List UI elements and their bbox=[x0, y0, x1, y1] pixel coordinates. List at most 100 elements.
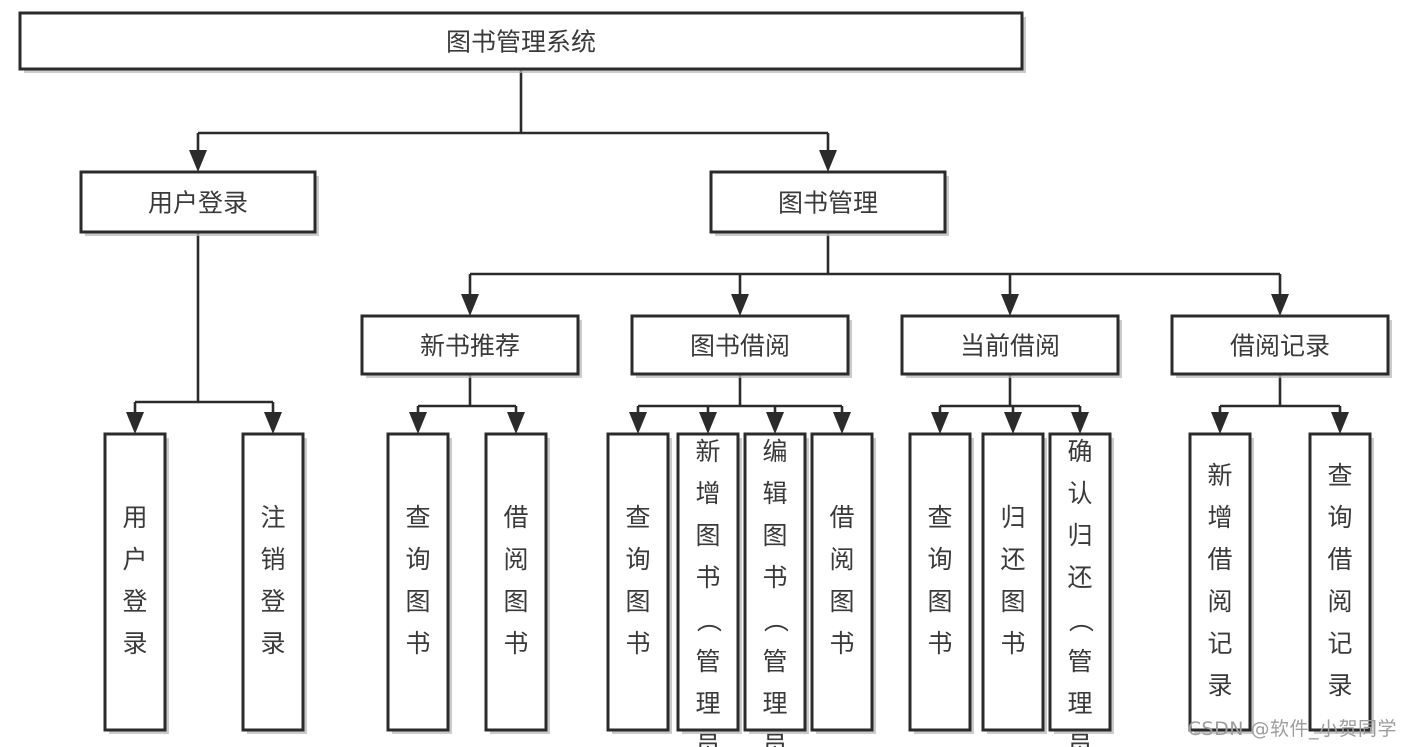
svg-text:归: 归 bbox=[1067, 521, 1092, 550]
svg-text:图: 图 bbox=[503, 587, 528, 616]
svg-text:确: 确 bbox=[1067, 437, 1092, 466]
connector-layer bbox=[126, 69, 1349, 434]
arrow-to-图书管理 bbox=[819, 150, 837, 172]
svg-text:图: 图 bbox=[762, 521, 787, 550]
svg-text:图: 图 bbox=[405, 587, 430, 616]
svg-text:记: 记 bbox=[1207, 629, 1232, 658]
node-leaf-11-新增借阅记录[interactable] bbox=[1188, 432, 1252, 732]
svg-text:登: 登 bbox=[122, 587, 147, 616]
svg-text:（: （ bbox=[761, 607, 790, 632]
node-leaf-9-归还图书[interactable] bbox=[981, 432, 1045, 732]
node-l2-用户登录[interactable] bbox=[79, 170, 317, 234]
svg-text:图: 图 bbox=[829, 587, 854, 616]
node-l3-当前借阅[interactable] bbox=[900, 314, 1120, 376]
svg-text:图: 图 bbox=[1000, 587, 1025, 616]
svg-text:新: 新 bbox=[695, 437, 720, 466]
node-leaf-8-查询图书[interactable] bbox=[908, 432, 972, 732]
label-l2-图书管理: 图书管理 bbox=[778, 189, 878, 218]
arrow-to-leaf-查询图书 bbox=[409, 412, 427, 434]
node-leaf-7-借阅图书[interactable] bbox=[810, 432, 874, 732]
arrow-to-leaf-新增借阅记录 bbox=[1211, 412, 1229, 434]
svg-text:书: 书 bbox=[695, 563, 720, 592]
arrow-to-leaf-借阅图书 bbox=[833, 412, 851, 434]
arrow-to-leaf-查询借阅记录 bbox=[1331, 412, 1349, 434]
node-leaf-6-编辑图书管理员[interactable] bbox=[743, 432, 807, 732]
svg-text:注: 注 bbox=[260, 503, 285, 532]
svg-text:认: 认 bbox=[1067, 479, 1092, 508]
svg-text:记: 记 bbox=[1327, 629, 1352, 658]
label-l2-用户登录: 用户登录 bbox=[148, 189, 248, 218]
label-l3-图书借阅: 图书借阅 bbox=[690, 332, 790, 361]
svg-text:书: 书 bbox=[625, 629, 650, 658]
arrow-to-leaf-新增图书管理员 bbox=[699, 412, 717, 434]
node-root-图书管理系统[interactable] bbox=[18, 11, 1024, 71]
svg-text:图: 图 bbox=[927, 587, 952, 616]
node-leaf-3-借阅图书[interactable] bbox=[484, 432, 548, 732]
arrow-to-leaf-归还图书 bbox=[1004, 412, 1022, 434]
svg-text:增: 增 bbox=[695, 479, 720, 508]
node-leaf-4-查询图书[interactable] bbox=[606, 432, 670, 732]
node-label-layer: 图书管理系统用户登录图书管理新书推荐图书借阅当前借阅借阅记录用户登录注销登录查询… bbox=[122, 28, 1352, 747]
node-l3-借阅记录[interactable] bbox=[1170, 314, 1390, 376]
arrow-to-leaf-查询图书 bbox=[931, 412, 949, 434]
arrow-to-leaf-确认归还管理员 bbox=[1071, 412, 1089, 434]
csdn-watermark: CSDN @软件_小贺同学 bbox=[1187, 718, 1397, 740]
svg-text:用: 用 bbox=[122, 503, 147, 532]
node-l3-新书推荐[interactable] bbox=[360, 314, 580, 376]
svg-text:员: 员 bbox=[762, 731, 787, 747]
svg-text:书: 书 bbox=[762, 563, 787, 592]
node-l2-图书管理[interactable] bbox=[709, 170, 947, 234]
svg-text:户: 户 bbox=[122, 545, 147, 574]
label-leaf-0-用户登录: 用户登录 bbox=[122, 503, 147, 658]
svg-text:图: 图 bbox=[695, 521, 720, 550]
svg-text:录: 录 bbox=[122, 629, 147, 658]
svg-text:（: （ bbox=[1066, 607, 1095, 632]
node-leaf-5-新增图书管理员[interactable] bbox=[676, 432, 740, 732]
svg-text:员: 员 bbox=[1067, 731, 1092, 747]
arrow-to-leaf-用户登录 bbox=[126, 412, 144, 434]
arrow-to-leaf-编辑图书管理员 bbox=[766, 412, 784, 434]
svg-text:借: 借 bbox=[503, 503, 528, 532]
svg-text:管: 管 bbox=[762, 647, 787, 676]
label-l3-新书推荐: 新书推荐 bbox=[420, 332, 520, 361]
svg-text:登: 登 bbox=[260, 587, 285, 616]
arrow-to-leaf-注销登录 bbox=[264, 412, 282, 434]
svg-text:书: 书 bbox=[1000, 629, 1025, 658]
node-leaf-2-查询图书[interactable] bbox=[386, 432, 450, 732]
node-leaf-1-注销登录[interactable] bbox=[241, 432, 305, 732]
arrow-to-当前借阅 bbox=[1001, 294, 1019, 316]
svg-text:查: 查 bbox=[405, 503, 430, 532]
svg-text:员: 员 bbox=[695, 731, 720, 747]
svg-text:辑: 辑 bbox=[762, 479, 787, 508]
svg-text:归: 归 bbox=[1000, 503, 1025, 532]
node-leaf-0-用户登录[interactable] bbox=[103, 432, 167, 732]
svg-text:新: 新 bbox=[1207, 461, 1232, 490]
svg-text:询: 询 bbox=[1327, 503, 1352, 532]
svg-text:编: 编 bbox=[762, 437, 787, 466]
node-leaf-12-查询借阅记录[interactable] bbox=[1308, 432, 1372, 732]
arrow-to-leaf-借阅图书 bbox=[507, 412, 525, 434]
svg-text:阅: 阅 bbox=[1207, 587, 1232, 616]
svg-text:书: 书 bbox=[829, 629, 854, 658]
node-l3-图书借阅[interactable] bbox=[630, 314, 850, 376]
svg-text:（: （ bbox=[694, 607, 723, 632]
svg-text:阅: 阅 bbox=[829, 545, 854, 574]
svg-text:书: 书 bbox=[927, 629, 952, 658]
svg-text:借: 借 bbox=[1327, 545, 1352, 574]
svg-text:增: 增 bbox=[1207, 503, 1232, 532]
svg-text:理: 理 bbox=[1067, 689, 1092, 718]
arrow-to-leaf-查询图书 bbox=[629, 412, 647, 434]
node-leaf-10-确认归还管理员[interactable] bbox=[1048, 432, 1112, 732]
svg-text:销: 销 bbox=[260, 545, 285, 574]
svg-text:查: 查 bbox=[625, 503, 650, 532]
node-box-layer bbox=[18, 11, 1392, 734]
svg-text:管: 管 bbox=[695, 647, 720, 676]
arrow-to-借阅记录 bbox=[1271, 294, 1289, 316]
